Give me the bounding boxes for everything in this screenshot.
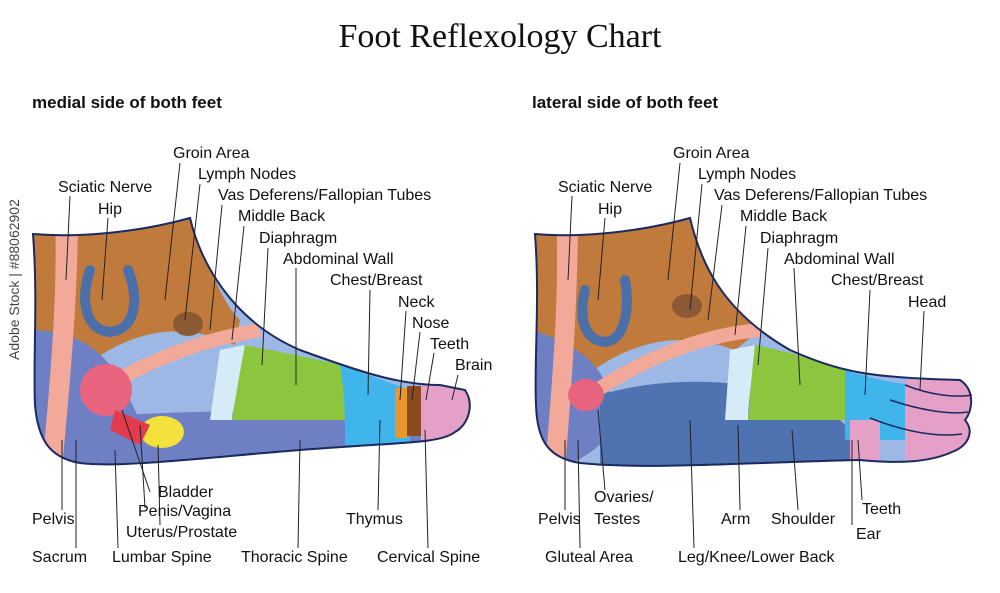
- medial-label-bladder: Bladder: [158, 485, 213, 501]
- medial-label-brain: Brain: [455, 358, 492, 374]
- medial-foot: [30, 210, 480, 480]
- medial-bladder-zone: [80, 364, 132, 416]
- medial-label-middle-back: Middle Back: [238, 209, 325, 225]
- lateral-label-testes: Testes: [594, 512, 640, 528]
- lateral-label-chest-breast: Chest/Breast: [831, 273, 923, 289]
- medial-label-hip: Hip: [98, 202, 122, 218]
- medial-label-thymus: Thymus: [346, 512, 403, 528]
- medial-green-zone: [232, 345, 345, 420]
- medial-label-cervical-spine: Cervical Spine: [377, 550, 480, 566]
- medial-label-sacrum: Sacrum: [32, 550, 87, 566]
- medial-label-abdominal-wall: Abdominal Wall: [283, 252, 394, 268]
- lateral-label-leg-knee: Leg/Knee/Lower Back: [678, 550, 835, 566]
- medial-label-lumbar-spine: Lumbar Spine: [112, 550, 212, 566]
- medial-neck-zone: [395, 388, 407, 438]
- lateral-label-hip: Hip: [598, 202, 622, 218]
- medial-label-diaphragm: Diaphragm: [259, 231, 337, 247]
- medial-uterus-zone: [140, 416, 184, 448]
- medial-label-thoracic-spine: Thoracic Spine: [241, 550, 348, 566]
- lateral-label-sciatic-nerve: Sciatic Nerve: [558, 180, 652, 196]
- medial-label-pelvis: Pelvis: [32, 512, 75, 528]
- lateral-label-groin-area: Groin Area: [673, 146, 749, 162]
- lateral-groin-dot: [672, 294, 702, 318]
- lateral-foot: [530, 210, 980, 480]
- medial-label-penis-vagina: Penis/Vagina: [138, 504, 231, 520]
- medial-label-groin-area: Groin Area: [173, 146, 249, 162]
- lateral-label-vas-deferens: Vas Deferens/Fallopian Tubes: [714, 188, 927, 204]
- lateral-label-pelvis: Pelvis: [538, 512, 581, 528]
- medial-label-lymph-nodes: Lymph Nodes: [198, 167, 296, 183]
- medial-label-teeth: Teeth: [430, 337, 469, 353]
- medial-label-sciatic-nerve: Sciatic Nerve: [58, 180, 152, 196]
- medial-groin-dot: [173, 312, 203, 336]
- lateral-label-diaphragm: Diaphragm: [760, 231, 838, 247]
- lateral-label-teeth: Teeth: [862, 502, 901, 518]
- medial-label-chest-breast: Chest/Breast: [330, 273, 422, 289]
- lateral-label-abdominal-wall: Abdominal Wall: [784, 252, 895, 268]
- lateral-green-zone: [748, 345, 845, 420]
- lateral-label-lymph-nodes: Lymph Nodes: [698, 167, 796, 183]
- lateral-label-arm: Arm: [721, 512, 750, 528]
- medial-brain-zone: [421, 384, 470, 440]
- medial-label-uterus-prostate: Uterus/Prostate: [126, 525, 237, 541]
- lateral-label-ovaries: Ovaries/: [594, 490, 654, 506]
- lateral-ear-zone: [850, 420, 880, 470]
- medial-label-vas-deferens: Vas Deferens/Fallopian Tubes: [218, 188, 431, 204]
- medial-label-neck: Neck: [398, 295, 434, 311]
- lateral-label-ear: Ear: [856, 527, 881, 543]
- lateral-ovaries-zone: [568, 379, 604, 411]
- medial-nose-zone: [407, 386, 421, 436]
- lateral-label-middle-back: Middle Back: [740, 209, 827, 225]
- lateral-label-gluteal-area: Gluteal Area: [545, 550, 633, 566]
- lateral-label-head: Head: [908, 295, 946, 311]
- medial-label-nose: Nose: [412, 316, 449, 332]
- lateral-label-shoulder: Shoulder: [771, 512, 835, 528]
